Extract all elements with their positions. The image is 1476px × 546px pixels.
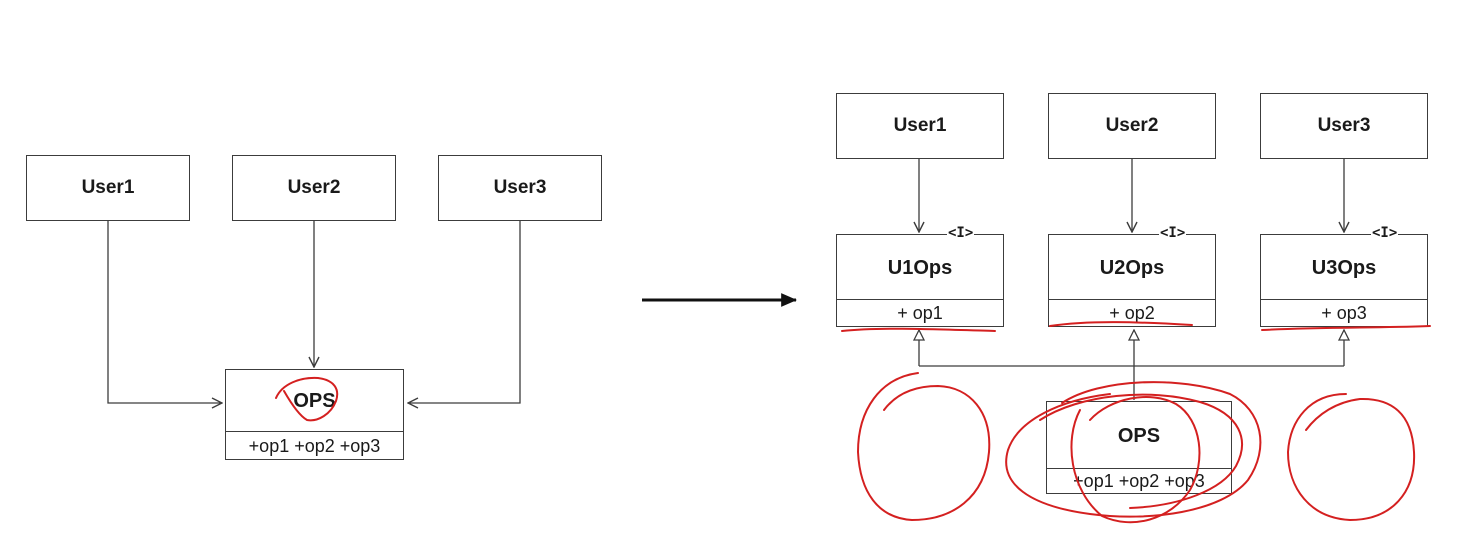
- right-ops-name-compartment: OPS: [1047, 402, 1231, 470]
- right-ops-operations-compartment: +op1 +op2 +op3: [1047, 468, 1231, 493]
- u3ops-interface: U3Ops + op3: [1260, 234, 1428, 327]
- left-user2-label: User2: [287, 177, 341, 198]
- u2ops-name-compartment: U2Ops: [1049, 235, 1215, 301]
- u1ops-operation: + op1: [897, 303, 943, 323]
- right-ops-operations: +op1 +op2 +op3: [1073, 471, 1205, 491]
- u3ops-operation: + op3: [1321, 303, 1367, 323]
- left-ops-name-compartment: OPS: [226, 370, 403, 433]
- left-user3-label: User3: [493, 177, 547, 198]
- u1ops-name: U1Ops: [887, 256, 953, 279]
- left-ops-operations: +op1 +op2 +op3: [248, 435, 381, 456]
- left-user2-box: User2: [232, 155, 396, 221]
- u1ops-interface: U1Ops + op1: [836, 234, 1004, 327]
- u1ops-operations-compartment: + op1: [837, 299, 1003, 326]
- left-ops-class: OPS +op1 +op2 +op3: [225, 369, 404, 460]
- left-user1-label: User1: [81, 177, 135, 198]
- left-user1-box: User1: [26, 155, 190, 221]
- dependency-arrow-user1-ops: [107, 221, 222, 403]
- u3ops-operations-compartment: + op3: [1261, 299, 1427, 326]
- left-ops-operations-compartment: +op1 +op2 +op3: [226, 431, 403, 459]
- u1ops-stereotype: <I>: [947, 225, 975, 241]
- u3ops-stereotype: <I>: [1371, 225, 1399, 241]
- u3ops-name-compartment: U3Ops: [1261, 235, 1427, 301]
- right-user3-box: User3: [1260, 93, 1428, 159]
- right-user2-box: User2: [1048, 93, 1216, 159]
- left-user3-box: User3: [438, 155, 602, 221]
- u1ops-name-compartment: U1Ops: [837, 235, 1003, 301]
- u2ops-stereotype: <I>: [1159, 225, 1187, 241]
- u2ops-operations-compartment: + op2: [1049, 299, 1215, 326]
- right-user1-box: User1: [836, 93, 1004, 159]
- u2ops-operation: + op2: [1109, 303, 1155, 323]
- left-ops-name: OPS: [293, 390, 336, 412]
- u2ops-interface: U2Ops + op2: [1048, 234, 1216, 327]
- right-ops-class: OPS +op1 +op2 +op3: [1046, 401, 1232, 494]
- u3ops-name: U3Ops: [1311, 256, 1377, 279]
- right-user2-label: User2: [1105, 115, 1159, 136]
- u2ops-name: U2Ops: [1099, 256, 1165, 279]
- right-ops-name: OPS: [1117, 424, 1161, 447]
- realization-line-ops: [919, 365, 1344, 400]
- right-user1-label: User1: [893, 115, 947, 136]
- right-user3-label: User3: [1317, 115, 1371, 136]
- dependency-arrow-user3-ops: [408, 221, 521, 403]
